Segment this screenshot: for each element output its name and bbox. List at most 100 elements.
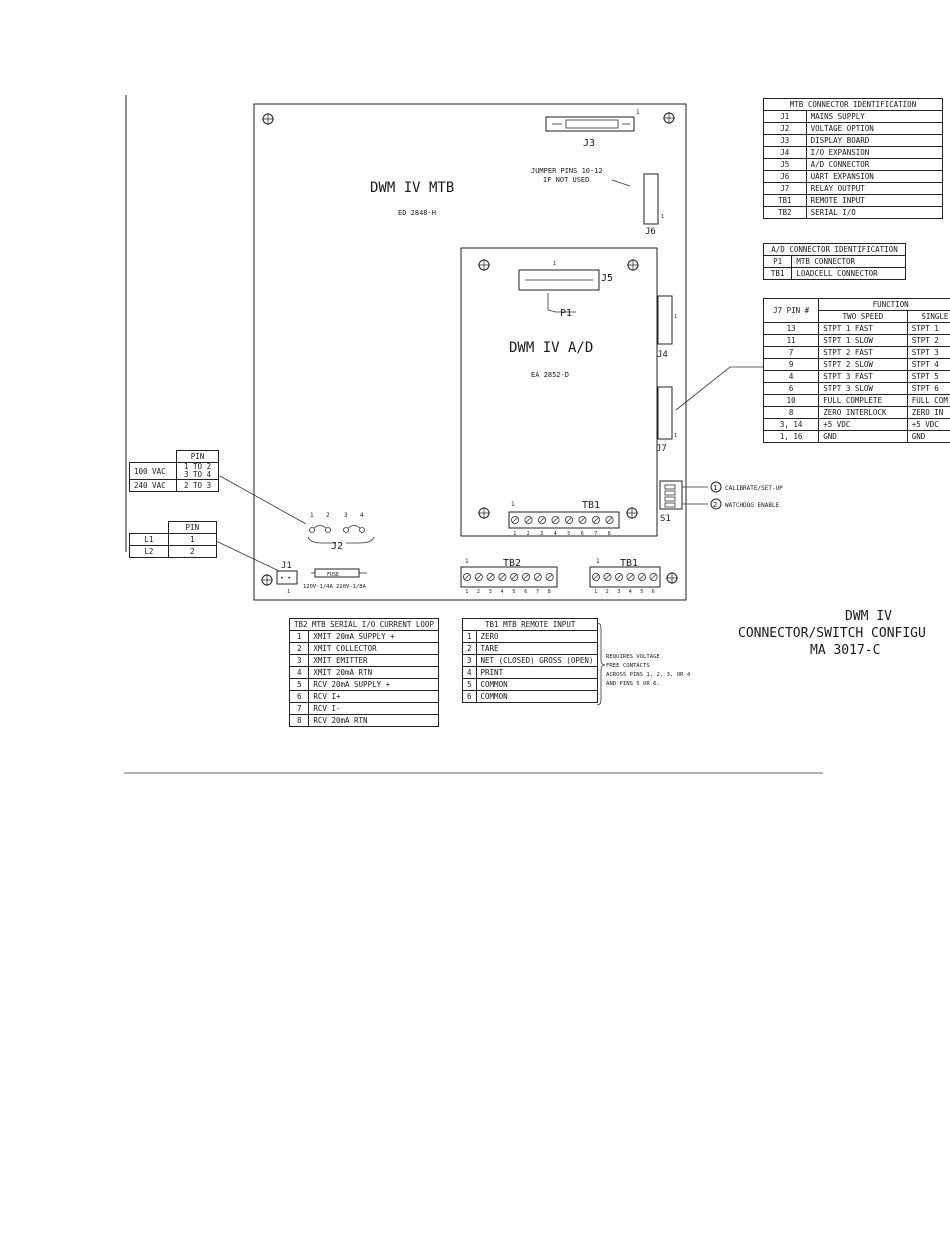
desc-cell: A/D CONNECTOR <box>805 158 944 171</box>
desc-cell: STPT 3 <box>906 346 950 359</box>
desc-cell: FULL COMPLETE <box>818 394 908 407</box>
terminal-number: 4 <box>629 589 632 595</box>
terminal-screw <box>510 573 519 582</box>
id-cell: J4 <box>763 146 807 159</box>
desc-cell: ZERO <box>475 630 599 643</box>
callout-circle <box>710 498 722 510</box>
terminal-number: 3 <box>617 589 620 595</box>
tb1-ad-label: TB1 <box>582 500 600 511</box>
mounting-hole <box>663 112 675 124</box>
function-header: FUNCTION <box>818 298 950 311</box>
id-cell: TB1 <box>763 194 807 207</box>
jumper-note-line2: IF NOT USED <box>543 176 589 184</box>
terminal-number: 5 <box>640 589 643 595</box>
terminal-screw <box>592 516 601 525</box>
id-cell: 6 <box>288 690 310 703</box>
desc-cell: +5 VDC <box>818 418 908 431</box>
tb1-pin-label: 1 <box>596 558 600 565</box>
tb2-pin-label: 1 <box>465 558 469 565</box>
desc-cell: NET (CLOSED) GROSS (OPEN) <box>475 654 599 667</box>
id-cell: J1 <box>763 110 807 123</box>
id-cell: 10 <box>763 394 820 407</box>
desc-cell: RCV I- <box>308 702 439 715</box>
j2-leader <box>219 475 307 525</box>
mounting-hole <box>666 572 678 584</box>
id-cell: 4 <box>288 666 310 679</box>
terminal-screw <box>545 573 554 582</box>
desc-cell: VOLTAGE OPTION <box>805 122 944 135</box>
id-cell: 1, 16 <box>763 430 820 443</box>
terminal-number: 2 <box>606 589 609 595</box>
id-cell: 3 <box>462 654 477 667</box>
desc-cell: STPT 3 SLOW <box>818 382 908 395</box>
terminal-number: 7 <box>594 531 597 537</box>
desc-cell: STPT 1 <box>906 322 950 335</box>
terminal-number: 6 <box>581 531 584 537</box>
id-cell: 2 <box>462 642 477 655</box>
desc-cell: XMIT COLLECTOR <box>308 642 439 655</box>
j1-leader <box>215 540 280 572</box>
ad-board-outline <box>460 247 658 537</box>
desc-cell: MAINS SUPPLY <box>805 110 944 123</box>
terminal-screw <box>462 573 471 582</box>
desc-cell: STPT 2 <box>906 334 950 347</box>
desc-cell: XMIT EMITTER <box>308 654 439 667</box>
id-cell: 8 <box>288 714 310 727</box>
terminal-block-tb2 <box>460 566 558 588</box>
callout-label: WATCHDOG ENABLE <box>725 502 780 509</box>
desc-cell: +5 VDC <box>906 418 950 431</box>
terminal-number: 6 <box>524 589 527 595</box>
j2-pin-number: 2 <box>326 512 330 519</box>
desc-cell: STPT 1 FAST <box>818 322 908 335</box>
j2-pin: 3 <box>343 512 349 533</box>
desc-cell: FULL COM <box>906 394 950 407</box>
desc-cell: GND <box>906 430 950 443</box>
id-cell: J3 <box>763 134 807 147</box>
id-cell: 1 <box>288 630 310 643</box>
desc-cell: STPT 2 SLOW <box>818 358 908 371</box>
desc-cell: MTB CONNECTOR <box>791 255 906 268</box>
jumper-leader <box>611 179 631 187</box>
j2-bracket <box>307 536 375 544</box>
line-cell: L1 <box>129 533 169 546</box>
single-header: SINGLE <box>906 310 950 323</box>
terminal-screw <box>638 573 647 582</box>
ad-part-number: EA 2852-D <box>531 371 569 379</box>
id-cell: 2 <box>288 642 310 655</box>
mounting-hole <box>478 259 490 271</box>
desc-cell: COMMON <box>475 690 599 703</box>
pin-cell: 2 <box>167 545 218 558</box>
id-cell: TB1 <box>762 267 793 280</box>
desc-cell: XMIT 20mA RTN <box>308 666 439 679</box>
id-cell: 6 <box>763 382 820 395</box>
connector-j1 <box>276 570 298 585</box>
j2-pin: 4 <box>359 512 365 533</box>
p1-label: P1 <box>560 308 572 319</box>
terminal-number: 5 <box>512 589 515 595</box>
j1-label: J1 <box>281 561 292 571</box>
mounting-hole <box>627 259 639 271</box>
terminal-screws <box>462 573 554 582</box>
mtb-part-number: ED 2848-H <box>398 209 436 217</box>
terminal-screw <box>649 573 658 582</box>
id-cell: 8 <box>763 406 820 419</box>
